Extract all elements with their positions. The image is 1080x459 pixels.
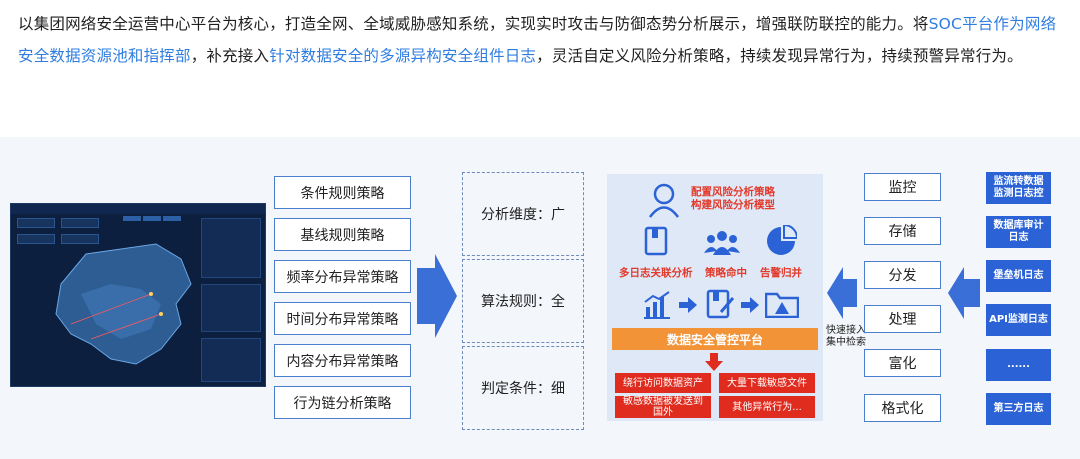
strategy-hit-label: 策略命中 — [705, 267, 747, 279]
strategy-baseline-rule: 基线规则策略 — [274, 218, 411, 251]
bar-chart-icon — [644, 291, 670, 319]
user-icon — [648, 183, 680, 218]
source-db-audit-log: 数据库审计日志 — [986, 216, 1051, 248]
pie-chart-icon — [767, 225, 797, 255]
architecture-diagram: 条件规则策略 基线规则策略 频率分布异常策略 时间分布异常策略 内容分布异常策略… — [0, 137, 1080, 459]
intro-text-1: 以集团网络安全运营中心平台为核心，打造全网、全域威胁感知系统，实现实时攻击与防御… — [18, 15, 929, 33]
intro-text-3: ，灵活自定义风险分析策略，持续发现异常行为，持续预警异常行为。 — [536, 47, 1023, 65]
fast-access-label: 快速接入 集中检索 — [826, 325, 866, 348]
document-edit-icon — [644, 226, 668, 256]
dimension-analysis: 分析维度：广 — [462, 172, 584, 256]
multi-log-analysis-label: 多日志关联分析 — [619, 267, 693, 279]
source-third-party-log: 第三方日志 — [986, 393, 1051, 425]
arrow-right-icon — [741, 297, 759, 313]
arrow-right-icon — [679, 297, 697, 313]
alert-bulk-download: 大量下载敏感文件 — [719, 373, 815, 393]
intro-paragraph: 以集团网络安全运营中心平台为核心，打造全网、全域威胁感知系统，实现实时攻击与防御… — [18, 8, 1068, 72]
alert-merge-label: 告警归并 — [760, 267, 802, 279]
users-group-icon — [704, 231, 740, 255]
intro-highlight-1: SOC平台作为网络安全数据资源池和指挥部 — [18, 15, 1057, 65]
config-strategy-label: 配置风险分析策略 构建风险分析模型 — [691, 186, 775, 211]
intro-highlight-2: 针对数据安全的多源异构安全组件日志 — [269, 47, 537, 65]
source-data-flow-log: 监流转数据监测日志控 — [986, 172, 1051, 204]
platform-bar: 数据安全管控平台 — [612, 328, 818, 350]
soc-dashboard-screenshot — [10, 203, 266, 387]
intro-text-2: ，补充接入 — [190, 47, 270, 65]
china-map-graphic — [55, 243, 192, 365]
dimension-condition: 判定条件：细 — [462, 346, 584, 430]
arrow-down-icon — [705, 353, 723, 371]
source-more: ...... — [986, 349, 1051, 381]
function-storage: 存储 — [864, 217, 941, 245]
document-pen-icon — [706, 289, 735, 319]
left-arrow-icon — [827, 267, 857, 319]
left-arrow-icon — [948, 267, 980, 319]
strategy-frequency-anomaly: 频率分布异常策略 — [274, 260, 411, 293]
function-monitor: 监控 — [864, 173, 941, 201]
alert-bypass-access: 绕行访问数据资产 — [615, 373, 711, 393]
strategy-time-anomaly: 时间分布异常策略 — [274, 302, 411, 335]
right-arrow-icon — [417, 254, 457, 338]
function-process: 处理 — [864, 305, 941, 333]
function-format: 格式化 — [864, 394, 941, 422]
source-api-log: API监测日志 — [986, 304, 1051, 336]
alert-other-anomalies: 其他异常行为... — [719, 396, 815, 418]
dimension-algorithm: 算法规则：全 — [462, 259, 584, 343]
platform-card: 配置风险分析策略 构建风险分析模型 多日志关联分析 策略命中 告警归并 — [607, 174, 823, 421]
alert-data-sent-abroad: 敏感数据被发送到国外 — [615, 396, 711, 418]
strategy-conditional-rule: 条件规则策略 — [274, 176, 411, 209]
folder-alert-icon — [765, 292, 799, 318]
source-bastion-log: 堡垒机日志 — [986, 260, 1051, 292]
strategy-behavior-chain: 行为链分析策略 — [274, 386, 411, 419]
strategy-content-anomaly: 内容分布异常策略 — [274, 344, 411, 377]
function-enrich: 富化 — [864, 349, 941, 377]
function-distribute: 分发 — [864, 261, 941, 289]
